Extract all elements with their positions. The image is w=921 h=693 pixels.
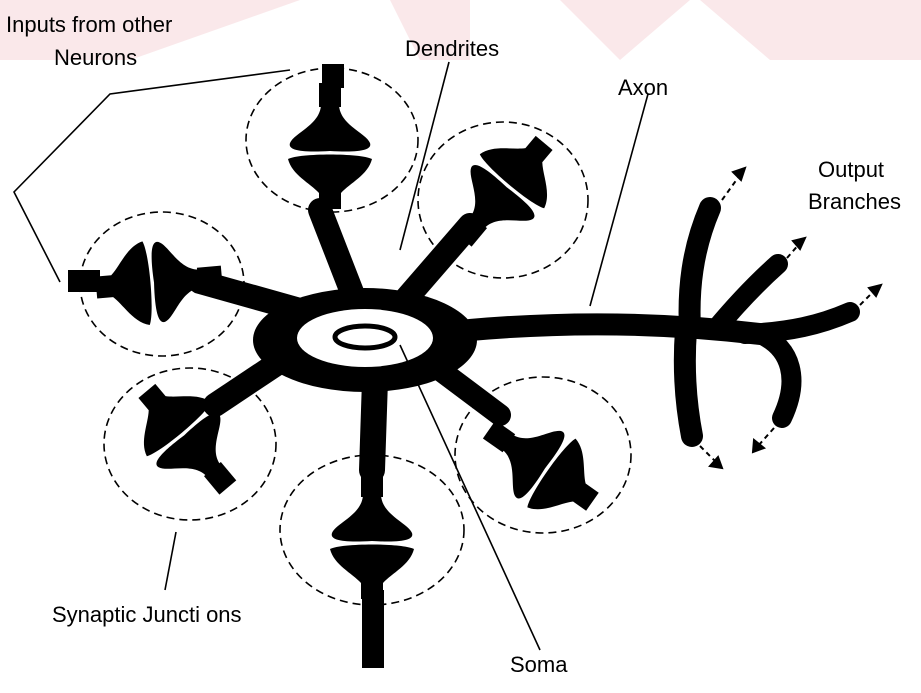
label-inputs-line1: Inputs from other <box>6 12 172 38</box>
label-output-line2: Branches <box>808 189 901 215</box>
label-soma: Soma <box>510 652 567 678</box>
label-inputs-line2: Neurons <box>54 45 137 71</box>
label-axon: Axon <box>618 75 668 101</box>
label-synaptic-junctions: Synaptic Juncti ons <box>52 602 242 628</box>
soma-shape <box>253 288 477 392</box>
label-output-line1: Output <box>818 157 884 183</box>
label-dendrites: Dendrites <box>405 36 499 62</box>
